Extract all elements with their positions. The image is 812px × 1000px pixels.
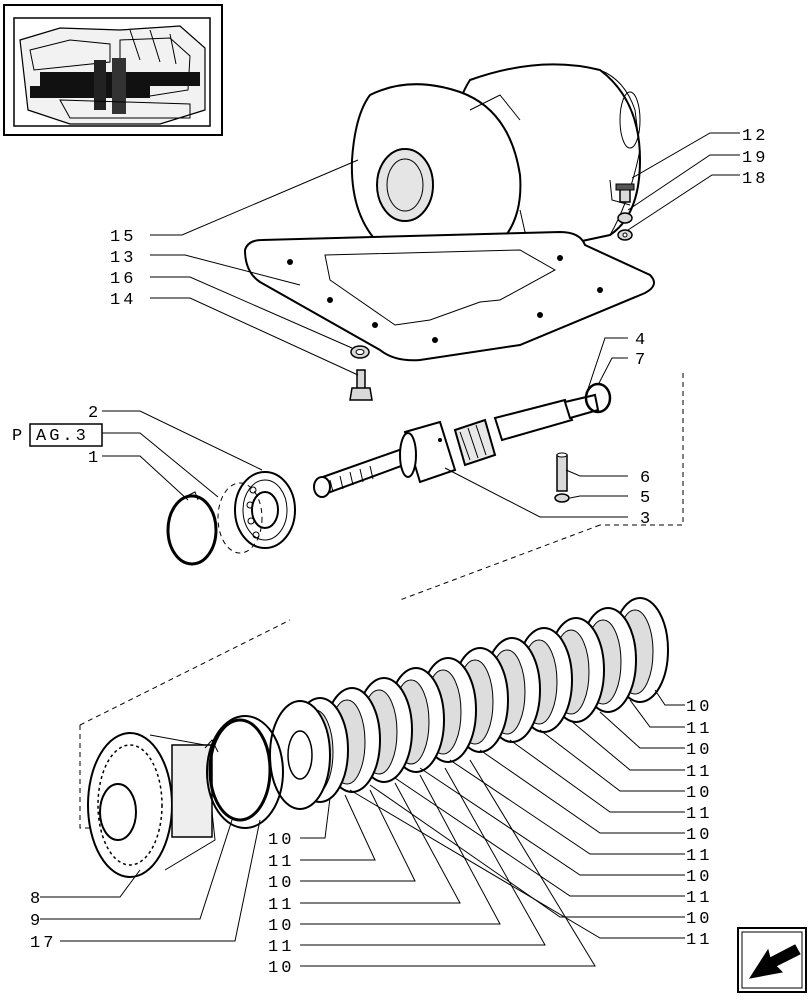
arrow-back-icon[interactable] bbox=[737, 927, 807, 993]
page-ref-label: AG.3 bbox=[36, 427, 89, 446]
callout-bottom-stack[interactable]: 10 bbox=[268, 874, 294, 893]
callout-right-stack[interactable]: 11 bbox=[686, 931, 712, 950]
clutch-housing[interactable] bbox=[350, 63, 642, 266]
callout-right-stack[interactable]: 10 bbox=[686, 910, 712, 929]
callout-bottom-stack[interactable]: 10 bbox=[268, 959, 294, 978]
callout-labels: 12 19 18 15 13 16 14 4 7 2 1 6 5 3 8 9 1… bbox=[30, 127, 768, 953]
callout-right-stack[interactable]: 10 bbox=[686, 698, 712, 717]
callout-right-stack[interactable]: 11 bbox=[686, 720, 712, 739]
bolt-14[interactable] bbox=[349, 369, 373, 401]
callout-14[interactable]: 14 bbox=[110, 291, 136, 310]
right-stack-labels: 10 11 10 11 10 11 10 11 10 11 10 11 bbox=[686, 698, 712, 950]
gasket-plate[interactable] bbox=[243, 230, 655, 362]
callout-15[interactable]: 15 bbox=[110, 228, 136, 247]
callout-17[interactable]: 17 bbox=[30, 934, 56, 953]
washer-19[interactable] bbox=[617, 212, 633, 224]
callout-right-stack[interactable]: 10 bbox=[686, 784, 712, 803]
leader-lines bbox=[40, 132, 740, 942]
disc-leader-lines-bottom bbox=[300, 759, 596, 967]
washer-5[interactable] bbox=[554, 493, 570, 503]
clutch-disc[interactable] bbox=[269, 700, 331, 810]
callout-13[interactable]: 13 bbox=[110, 249, 136, 268]
callout-bottom-stack[interactable]: 11 bbox=[268, 938, 294, 957]
callout-16[interactable]: 16 bbox=[110, 270, 136, 289]
bottom-stack-labels: 10 11 10 11 10 11 10 bbox=[268, 831, 294, 978]
callout-right-stack[interactable]: 10 bbox=[686, 868, 712, 887]
callout-18[interactable]: 18 bbox=[742, 170, 768, 189]
callout-right-stack[interactable]: 11 bbox=[686, 847, 712, 866]
callout-19[interactable]: 19 bbox=[742, 149, 768, 168]
thrust-washer-9[interactable] bbox=[206, 715, 284, 829]
pin-6[interactable] bbox=[556, 452, 568, 492]
callout-7[interactable]: 7 bbox=[635, 351, 648, 370]
page-reference[interactable]: P AG.3 bbox=[12, 423, 103, 447]
callout-right-stack[interactable]: 11 bbox=[686, 889, 712, 908]
callout-2[interactable]: 2 bbox=[88, 404, 101, 423]
gear-8[interactable] bbox=[87, 732, 216, 878]
callout-bottom-stack[interactable]: 10 bbox=[268, 831, 294, 850]
callout-8[interactable]: 8 bbox=[30, 890, 43, 909]
callout-bottom-stack[interactable]: 11 bbox=[268, 853, 294, 872]
snap-ring-17[interactable] bbox=[204, 718, 272, 822]
callout-1[interactable]: 1 bbox=[88, 449, 101, 468]
callout-6[interactable]: 6 bbox=[640, 469, 653, 488]
assembly-outline bbox=[600, 373, 684, 526]
assembly-outline-lower bbox=[79, 725, 100, 829]
callout-right-stack[interactable]: 11 bbox=[686, 763, 712, 782]
callout-right-stack[interactable]: 10 bbox=[686, 826, 712, 845]
bearing-2[interactable] bbox=[217, 471, 296, 554]
clutch-disc-pack[interactable] bbox=[269, 597, 669, 810]
disc-leader-lines-right bbox=[349, 689, 685, 939]
page-ref-box bbox=[29, 423, 103, 447]
snap-ring-1[interactable] bbox=[166, 491, 218, 566]
callout-3[interactable]: 3 bbox=[640, 510, 653, 529]
callout-4[interactable]: 4 bbox=[635, 331, 648, 350]
callout-9[interactable]: 9 bbox=[30, 912, 43, 931]
callout-12[interactable]: 12 bbox=[742, 127, 768, 146]
location-inset-thumbnail[interactable] bbox=[3, 4, 223, 136]
washer-16[interactable] bbox=[350, 345, 370, 359]
callout-bottom-stack[interactable]: 10 bbox=[268, 917, 294, 936]
callout-5[interactable]: 5 bbox=[640, 489, 653, 508]
nut-18[interactable] bbox=[617, 229, 633, 241]
callout-bottom-stack[interactable]: 11 bbox=[268, 896, 294, 915]
page-ref-prefix: P bbox=[12, 427, 25, 446]
screw-12[interactable] bbox=[615, 183, 635, 203]
callout-right-stack[interactable]: 10 bbox=[686, 741, 712, 760]
input-shaft[interactable] bbox=[313, 393, 600, 498]
callout-right-stack[interactable]: 11 bbox=[686, 805, 712, 824]
